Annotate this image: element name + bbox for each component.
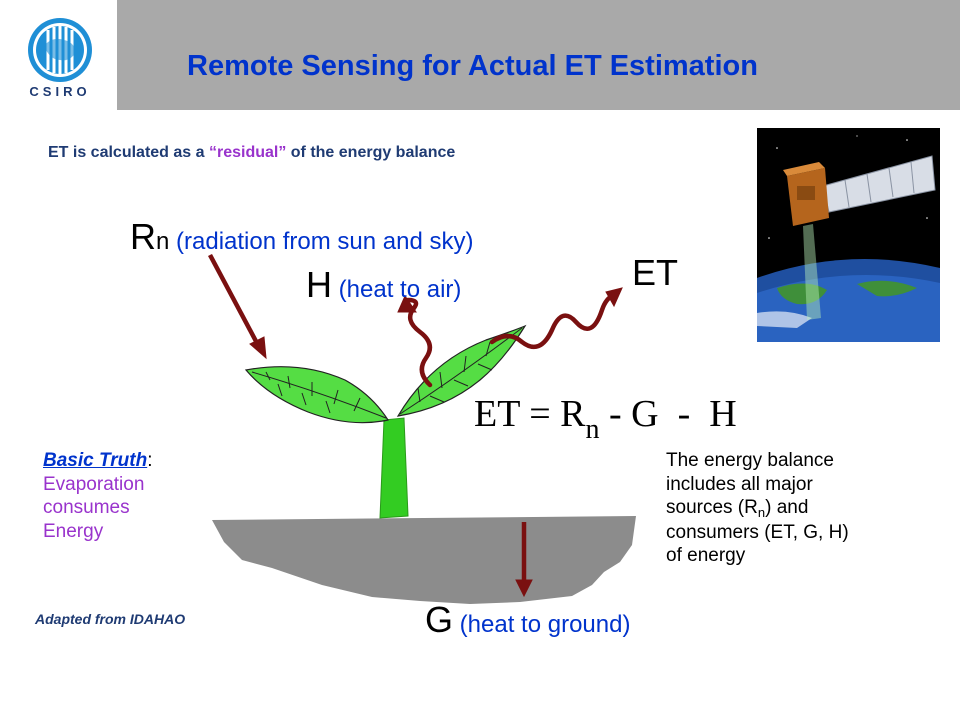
basic-truth-line: Evaporation bbox=[43, 473, 145, 495]
subtitle: ET is calculated as a “residual” of the … bbox=[48, 144, 455, 162]
header-bar bbox=[117, 0, 960, 110]
plant-right-leaf bbox=[396, 324, 527, 417]
balance-note-line: sources (Rn) and bbox=[666, 496, 946, 521]
subtitle-after: of the energy balance bbox=[286, 144, 456, 161]
balance-note-text: ) and bbox=[765, 497, 809, 518]
energy-balance-equation: ET = Rn - G - H bbox=[474, 392, 737, 445]
et-arrow bbox=[489, 287, 623, 350]
et-label: ET bbox=[632, 252, 679, 293]
g-arrow bbox=[515, 522, 533, 598]
logo-text: CSIRO bbox=[29, 84, 91, 99]
balance-note-line: includes all major bbox=[666, 473, 813, 495]
equation-right: - G - H bbox=[599, 393, 737, 435]
plant-stem bbox=[379, 417, 409, 519]
balance-note: The energy balance includes all major so… bbox=[666, 449, 946, 568]
subtitle-before: ET is calculated as a bbox=[48, 144, 209, 161]
satellite-body bbox=[783, 162, 829, 226]
rn-subscript: n bbox=[156, 228, 170, 255]
subtitle-highlight: “residual” bbox=[208, 144, 287, 161]
equation-left: ET = R bbox=[474, 393, 586, 435]
h-desc: (heat to air) bbox=[332, 276, 462, 303]
basic-truth-line: consumes bbox=[43, 497, 130, 518]
rn-desc: (radiation from sun and sky) bbox=[169, 228, 474, 255]
basic-truth-line: Energy bbox=[43, 520, 104, 542]
rn-arrow bbox=[208, 253, 267, 360]
page-title: Remote Sensing for Actual ET Estimation bbox=[187, 50, 758, 82]
equation-subscript: n bbox=[585, 414, 600, 445]
source-credit: Adapted from IDAHAO bbox=[35, 611, 186, 627]
g-symbol: G bbox=[425, 599, 454, 640]
h-arrow bbox=[397, 294, 433, 388]
satellite-image-icon bbox=[757, 128, 940, 342]
balance-note-line: of energy bbox=[666, 545, 746, 566]
g-label: G (heat to ground) bbox=[425, 599, 630, 641]
balance-note-line: consumers (ET, G, H) bbox=[666, 521, 849, 543]
h-symbol: H bbox=[306, 264, 332, 305]
balance-note-subscript: n bbox=[757, 505, 766, 520]
g-desc: (heat to ground) bbox=[453, 611, 631, 638]
basic-truth-heading-line: Basic Truth: bbox=[43, 449, 152, 473]
basic-truth-heading: Basic Truth bbox=[43, 450, 148, 471]
csiro-logo-icon bbox=[28, 18, 92, 82]
basic-truth-note: Basic Truth: Evaporation consumes Energy bbox=[43, 449, 152, 543]
basic-truth-colon: : bbox=[147, 450, 153, 471]
balance-note-line: The energy balance bbox=[666, 450, 834, 471]
balance-note-text: sources (R bbox=[666, 497, 758, 518]
rn-label: Rn (radiation from sun and sky) bbox=[130, 216, 473, 258]
h-label: H (heat to air) bbox=[306, 264, 461, 306]
rn-symbol: R bbox=[130, 216, 156, 257]
ground-shape bbox=[212, 516, 636, 604]
